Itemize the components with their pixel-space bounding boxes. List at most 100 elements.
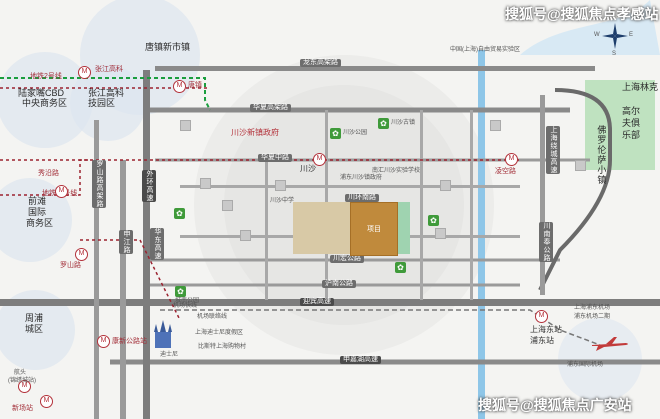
road-shenjiang: 申江路 [119,230,134,254]
local-road-5 [420,110,423,300]
metro-station-zhangjiang-icon: M [78,66,91,79]
metro-station-tangzhen-icon: M [173,80,186,93]
park-icon: ✿ [428,215,439,226]
station-zhangjiang: 张江高科 [95,66,123,73]
road-huaxia-mid: 华夏中路 [258,154,292,163]
zone-golf-1: 高尔 [622,106,641,116]
zone-golf-top: 上海林克 [622,82,659,92]
compass-south: S [612,51,617,57]
road-luoshan: 罗山路高架路 [92,160,107,208]
zone-lujiazui-1: 陆家嘴CBD [18,88,65,98]
road-jichang-sub: 机场联络线 [197,314,228,320]
zone-tangzhen: 唐镇新市镇 [145,42,191,52]
metro-station-xinchang-icon: M [40,395,53,408]
building-marker [200,178,211,189]
metro-station-xiuyan-icon: M [55,185,68,198]
station-pudong: 浦东站 [530,336,554,345]
poi-airport-phase2: 浦东机场二期 [574,314,611,320]
road-jichang: 机场快线 [173,303,198,309]
park-icon: ✿ [395,262,406,273]
poi-disney-resort: 上海迪士尼度假区 [195,330,244,336]
station-tangzhen: 唐镇 [188,82,202,89]
longdong-road [155,66,595,71]
building-marker [240,230,251,241]
road-yingbin: 迎宾高速 [300,298,334,307]
compass-west: W [594,32,600,38]
road-chuannan: 川南奉公路 [539,222,554,262]
sea-area [520,0,660,55]
park-icon: ✿ [174,208,185,219]
local-road-3 [265,160,268,300]
zone-qiantan-1: 前滩 [28,196,47,206]
river-vertical [478,50,485,419]
shenjiang-road [120,160,126,419]
poi-chengnan-park: 城南公园 [175,298,200,304]
station-xiuyan: 秀沿路 [38,170,59,177]
parcel-west [293,202,350,254]
road-lvyu: 上海绕城高速 [546,126,561,174]
zone-chuansha-gov: 川沙新镇政府 [231,128,279,137]
station-xinchang: 新场站 [12,405,33,412]
park-icon: ✿ [175,286,186,297]
project-marker: 项目 [350,202,398,256]
zone-bubble-qiantan [0,178,72,262]
zone-florence: 佛罗伦萨小镇 [596,125,607,185]
poi-chuansha-school: 川沙中学 [270,198,295,204]
park-icon: ✿ [378,118,389,129]
zone-disney: 迪士尼 [160,352,179,358]
zone-golf-3: 乐部 [622,130,641,140]
zone-bubble-lujiazui [0,52,93,148]
zone-zhoupu-2: 城区 [25,324,44,334]
poi-pudong-airport: 上海浦东机场 [574,305,611,311]
poi-experimental-school: 南汇川沙实验学校 [372,168,421,174]
building-marker [275,180,286,191]
zone-chuansha: 川沙 [300,164,316,173]
zone-qiantan-2: 国际 [28,207,47,217]
poi-town-gov: 浦东川沙镇政府 [340,175,383,181]
waihuan-expressway [143,70,150,419]
zone-bubble-zhangjiang [70,65,146,141]
poi-chuansha-old-town: 川沙古镇 [391,120,416,126]
watermark-bottom: 搜狐号@搜狐焦点广安站 [478,397,632,413]
zone-bubble-zhoupu [0,290,75,370]
metro-station-hangtou-icon: M [18,380,31,393]
metro-station-pudongdong-icon: M [535,310,548,323]
compass-rose-icon [601,22,629,50]
metro-line-2 [0,77,211,111]
ring-expressway-east [538,88,612,291]
local-road-6 [470,110,473,300]
metro-station-chuansha-icon: M [313,153,326,166]
luoshan-road [94,120,99,419]
station-kangxin: 康新公路站 [112,338,147,345]
green-belt [396,202,410,254]
road-hunan: 沪南公路 [322,280,356,289]
zone-zhangjiang-1: 张江高科 [88,88,125,98]
poi-chuansha-park: 川沙公园 [343,130,368,136]
metro-line-16 [80,239,181,321]
building-marker [575,160,586,171]
zone-ftz: 中国(上海)自由贸易实验区 [450,47,520,53]
road-huaxia: 华夏高架路 [250,104,291,113]
building-marker [490,120,501,131]
building-marker [440,180,451,191]
compass-east: E [629,32,634,38]
airplane-icon [590,336,630,352]
station-pudongdong: 上海东站 [530,325,562,334]
zone-pudong-airport: 浦东国际机场 [567,362,604,368]
road-longdong: 龙东高架路 [300,59,341,68]
road-waihuan: 外环高速 [142,170,157,202]
zone-qiantan-3: 商务区 [26,218,54,228]
station-hangtou-1: 航头 [14,370,27,376]
disney-castle-icon [152,320,174,348]
station-luoshan: 罗山路 [60,262,81,269]
metro-station-luoshan-icon: M [75,248,88,261]
compass-north: N [611,14,616,20]
project-label: 项目 [367,226,381,233]
zone-lujiazui-2: 中央商务区 [22,98,68,108]
road-chuanhuan: 川环南路 [345,194,379,203]
road-chuangyuan: 川宏公路 [330,255,364,264]
building-marker [222,200,233,211]
metro-station-lingkong-icon: M [505,153,518,166]
